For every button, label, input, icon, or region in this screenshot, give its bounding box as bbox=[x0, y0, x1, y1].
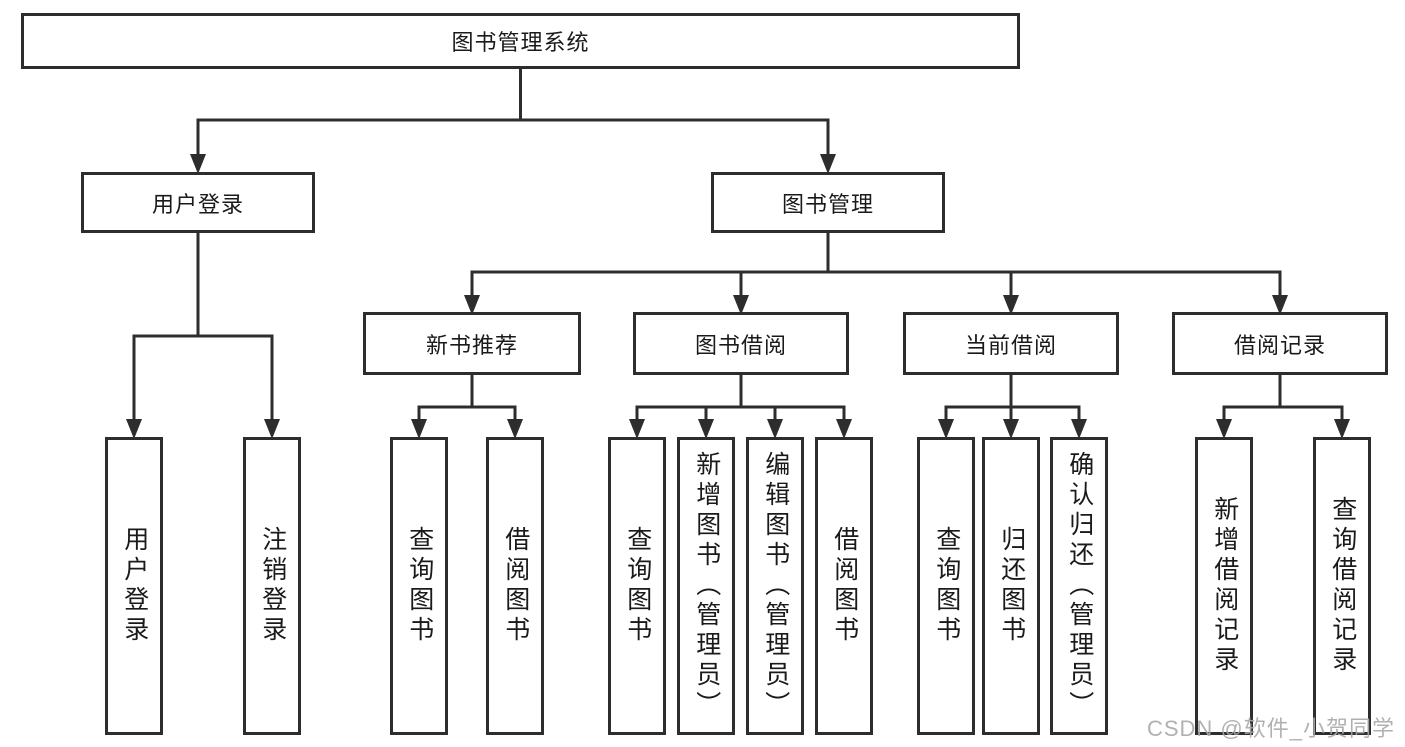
connector-borrow-records-fork bbox=[1216, 375, 1350, 439]
leaf-newrec-borrow-books: 借阅图书 bbox=[486, 437, 544, 735]
leaf-user-login: 用户登录 bbox=[105, 437, 163, 735]
leaf-logout: 注销登录 bbox=[243, 437, 301, 735]
node-root: 图书管理系统 bbox=[21, 13, 1020, 69]
leaf-newrec-borrow-books-label: 借阅图书 bbox=[501, 526, 530, 646]
connector-book-borrow-fork bbox=[629, 375, 852, 439]
leaf-records-add-record: 新增借阅记录 bbox=[1195, 437, 1253, 735]
node-user-login: 用户登录 bbox=[81, 172, 315, 233]
leaf-records-query-record: 查询借阅记录 bbox=[1313, 437, 1371, 735]
leaf-current-confirm-return-admin: 确认归还（管理员） bbox=[1050, 437, 1108, 735]
node-borrow-records: 借阅记录 bbox=[1172, 312, 1388, 375]
leaf-current-query-books-label: 查询图书 bbox=[932, 526, 961, 646]
leaf-user-login-label: 用户登录 bbox=[120, 526, 149, 646]
leaf-newrec-query-books: 查询图书 bbox=[390, 437, 448, 735]
connector-user-login-fork bbox=[126, 233, 280, 439]
leaf-records-query-record-label: 查询借阅记录 bbox=[1328, 496, 1357, 676]
node-new-book-recommend-label: 新书推荐 bbox=[425, 332, 518, 358]
node-book-management: 图书管理 bbox=[711, 172, 945, 233]
leaf-newrec-query-books-label: 查询图书 bbox=[405, 526, 434, 646]
connector-book-management-fork bbox=[464, 233, 1288, 315]
connector-new-book-fork bbox=[411, 375, 523, 439]
node-current-borrow-label: 当前借阅 bbox=[964, 332, 1057, 358]
node-current-borrow: 当前借阅 bbox=[903, 312, 1119, 375]
node-new-book-recommend: 新书推荐 bbox=[363, 312, 581, 375]
connector-root-fork bbox=[190, 69, 836, 174]
node-user-login-label: 用户登录 bbox=[151, 191, 244, 217]
leaf-borrow-borrow-books-label: 借阅图书 bbox=[830, 526, 859, 646]
leaf-borrow-edit-books-admin-label: 编辑图书（管理员） bbox=[761, 451, 790, 721]
node-book-management-label: 图书管理 bbox=[781, 191, 874, 217]
leaf-current-confirm-return-admin-label: 确认归还（管理员） bbox=[1065, 451, 1094, 721]
leaf-logout-label: 注销登录 bbox=[258, 526, 287, 646]
node-root-label: 图书管理系统 bbox=[451, 30, 590, 55]
leaf-current-return-books-label: 归还图书 bbox=[997, 526, 1026, 646]
leaf-current-return-books: 归还图书 bbox=[982, 437, 1040, 735]
leaf-records-add-record-label: 新增借阅记录 bbox=[1210, 496, 1239, 676]
connector-current-borrow-fork bbox=[938, 375, 1087, 439]
leaf-borrow-edit-books-admin: 编辑图书（管理员） bbox=[746, 437, 804, 735]
leaf-current-query-books: 查询图书 bbox=[917, 437, 975, 735]
leaf-borrow-add-books-admin: 新增图书（管理员） bbox=[677, 437, 735, 735]
node-book-borrow: 图书借阅 bbox=[633, 312, 849, 375]
leaf-borrow-add-books-admin-label: 新增图书（管理员） bbox=[692, 451, 721, 721]
leaf-borrow-borrow-books: 借阅图书 bbox=[815, 437, 873, 735]
node-borrow-records-label: 借阅记录 bbox=[1233, 332, 1326, 358]
node-book-borrow-label: 图书借阅 bbox=[694, 332, 787, 358]
leaf-borrow-query-books-label: 查询图书 bbox=[623, 526, 652, 646]
leaf-borrow-query-books: 查询图书 bbox=[608, 437, 666, 735]
watermark-text: CSDN @软件_小贺同学 bbox=[1146, 716, 1395, 741]
